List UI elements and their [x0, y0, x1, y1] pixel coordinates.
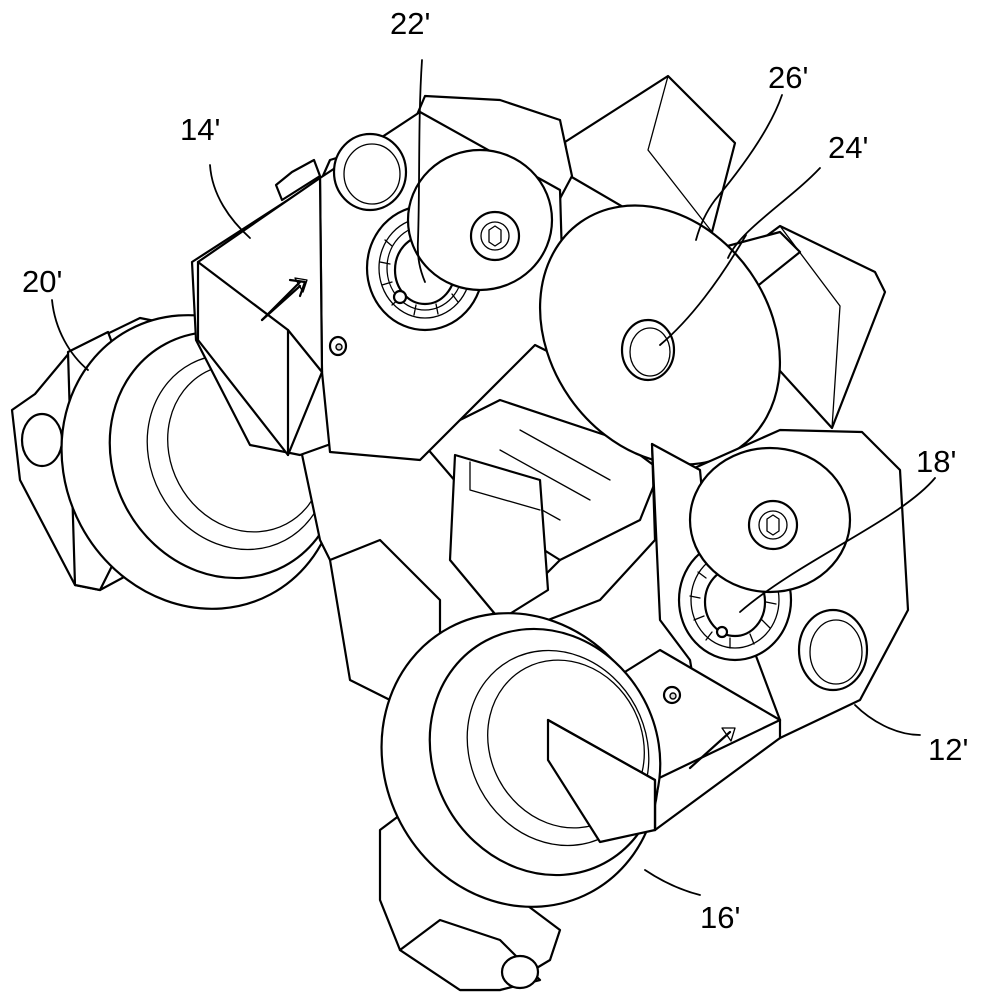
label-24: 24' — [828, 130, 868, 165]
leader-26 — [695, 94, 783, 241]
sensor-disk-24 — [538, 204, 802, 466]
leader-22 — [416, 59, 426, 283]
leader-18 — [739, 477, 936, 613]
label-14: 14' — [180, 112, 220, 147]
leader-20 — [51, 299, 89, 371]
module-14 — [190, 94, 574, 462]
label-12: 12' — [928, 732, 968, 767]
leader-12 — [854, 704, 921, 736]
label-20: 20' — [22, 264, 62, 299]
leader-24b — [659, 234, 747, 346]
leader-16 — [644, 869, 701, 896]
label-16: 16' — [700, 900, 740, 935]
label-22: 22' — [390, 6, 430, 41]
leader-14 — [209, 164, 251, 239]
reference-labels: 22' 26' 14' 24' 20' 18' 12' 16' — [22, 6, 968, 935]
label-18: 18' — [916, 444, 956, 479]
leader-24 — [727, 167, 821, 259]
label-26: 26' — [768, 60, 808, 95]
wheel-16 — [378, 612, 662, 992]
leader-lines — [51, 59, 936, 896]
